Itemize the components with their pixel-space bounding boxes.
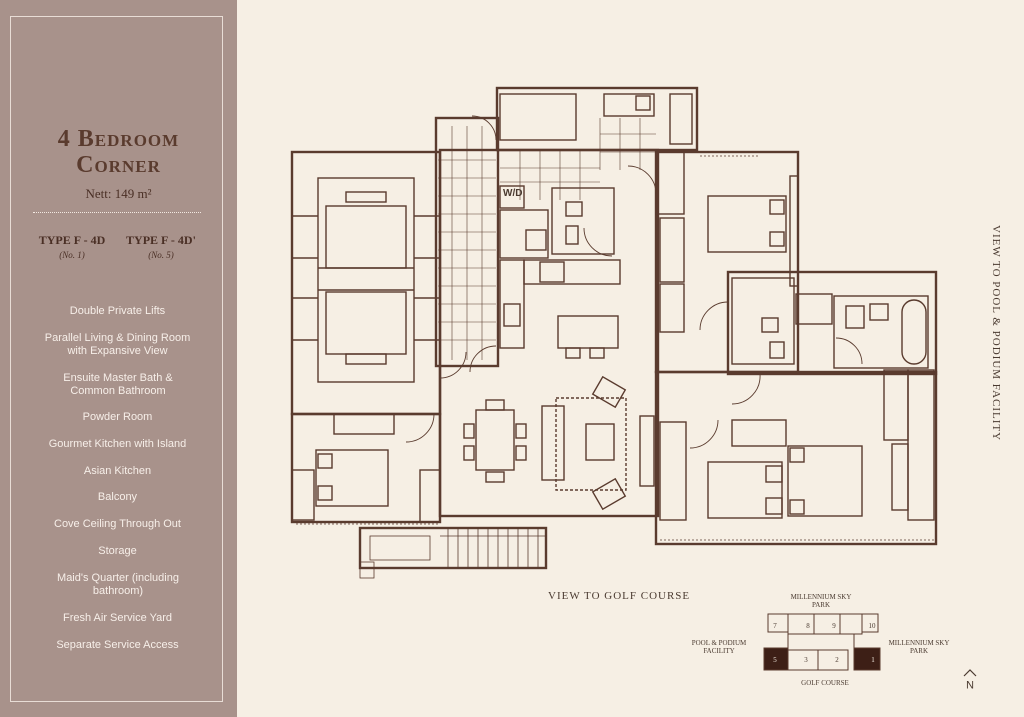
bedroom-2	[655, 151, 799, 333]
master-bedroom	[787, 369, 935, 521]
nett-area: Nett: 149 m²	[85, 186, 152, 201]
feature-item: Powder Room	[82, 411, 153, 423]
feature-item: Ensuite Master Bath & Common Bathroom	[63, 372, 173, 397]
feature-item: Gourmet Kitchen with Island	[48, 438, 187, 450]
keyplan-unit: 8	[806, 622, 810, 630]
north-arrow-icon: N	[960, 668, 980, 699]
unit-type-2-number: (No. 5)	[148, 250, 174, 260]
unit-type-1: TYPE F - 4D	[38, 233, 106, 247]
feature-item: Balcony	[97, 491, 138, 503]
sidebar-frame	[10, 16, 223, 702]
floor-plan	[290, 86, 938, 579]
dining-table	[463, 399, 527, 483]
living-room	[541, 375, 655, 511]
feature-item: Separate Service Access	[56, 639, 179, 651]
kitchen	[499, 259, 621, 359]
keyplan-unit: 2	[835, 656, 839, 664]
feature-item: Maid's Quarter (including bathroom)	[57, 572, 179, 597]
view-golf-course-label: VIEW TO GOLF COURSE	[548, 590, 691, 602]
door-swings	[405, 115, 863, 449]
balcony-railing	[359, 528, 546, 579]
lift-lobby	[292, 177, 440, 383]
keyplan-bottom-label: GOLF COURSE	[801, 679, 849, 687]
keyplan-unit-highlighted: 1	[871, 656, 875, 664]
key-plan	[763, 613, 881, 671]
keyplan-right-label: MILLENNIUM SKY PARK	[888, 639, 950, 655]
bathrooms	[731, 277, 929, 369]
view-pool-label: VIEW TO POOL & PODIUM FACILITY	[990, 225, 1002, 442]
bedroom-4	[291, 413, 441, 523]
washer-dryer-label: W/D	[503, 188, 523, 199]
windows	[296, 155, 934, 541]
keyplan-unit-highlighted: 5	[773, 656, 777, 664]
keyplan-unit: 3	[804, 656, 808, 664]
service-yard	[499, 93, 693, 259]
dotted-divider	[33, 212, 201, 213]
feature-item: Fresh Air Service Yard	[62, 612, 173, 624]
keyplan-left-label: POOL & PODIUM FACILITY	[691, 639, 747, 655]
sidebar: 4 Bedroom Corner Nett: 149 m² TYPE F - 4…	[0, 0, 237, 717]
north-label: N	[966, 678, 974, 690]
feature-item: Asian Kitchen	[83, 465, 152, 477]
keyplan-unit: 9	[832, 622, 836, 630]
keyplan-top-label: MILLENNIUM SKY PARK	[790, 593, 852, 609]
bedroom-3	[659, 419, 787, 521]
feature-item: Double Private Lifts	[69, 305, 166, 317]
feature-item: Cove Ceiling Through Out	[54, 518, 181, 530]
keyplan-unit: 10	[868, 622, 876, 630]
feature-item: Storage	[98, 545, 137, 557]
feature-item: Parallel Living & Dining Room with Expan…	[44, 332, 191, 357]
unit-title-line-2: Corner	[76, 152, 161, 178]
service-corridor-tiles	[438, 118, 656, 360]
unit-type-2: TYPE F - 4D'	[126, 233, 196, 247]
unit-type-1-number: (No. 1)	[59, 250, 85, 260]
keyplan-unit: 7	[773, 622, 777, 630]
unit-title-line-1: 4 Bedroom	[57, 126, 180, 152]
